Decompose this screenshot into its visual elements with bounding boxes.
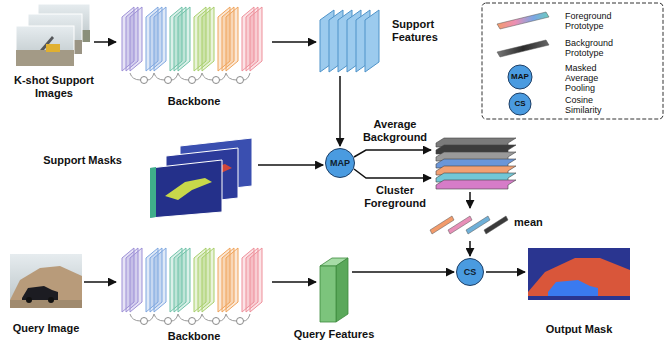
caption: K-shot Support Images bbox=[9, 74, 99, 100]
photo-ground bbox=[16, 50, 74, 66]
map-sample bbox=[508, 65, 532, 89]
mask-region bbox=[165, 178, 212, 200]
backbone-drawing bbox=[122, 248, 262, 325]
legend-item: Background Prototype bbox=[565, 38, 619, 58]
flow-arrow bbox=[486, 271, 525, 273]
caption-text: Query Features bbox=[284, 328, 384, 341]
symbol-text: CS bbox=[514, 99, 525, 109]
flow-arrow bbox=[469, 241, 471, 256]
caption-text: Backbone bbox=[144, 330, 244, 343]
sand-overlay bbox=[528, 258, 630, 296]
prototype-stack bbox=[436, 138, 516, 189]
foreground-sample bbox=[497, 12, 549, 29]
query-photo bbox=[10, 254, 82, 308]
map-operator: MAP bbox=[325, 148, 355, 178]
caption-text: K-shot Support Images bbox=[9, 74, 99, 100]
foreground-prototype bbox=[436, 180, 516, 189]
operator-text: MAP bbox=[330, 158, 350, 168]
output-photo bbox=[528, 248, 630, 300]
legend-frame bbox=[482, 3, 663, 119]
caption-text: Query Image bbox=[6, 322, 86, 335]
query-feature-map bbox=[320, 258, 348, 322]
mask-image bbox=[150, 160, 222, 218]
support-photo-stack bbox=[16, 4, 90, 66]
query-features: Query Features bbox=[318, 256, 350, 322]
mask-background bbox=[528, 248, 630, 300]
mask-edge bbox=[150, 167, 156, 218]
support-images: K-shot Support Images bbox=[16, 4, 92, 66]
operation-label: Cluster Foreground bbox=[358, 184, 432, 210]
caption: mean bbox=[514, 216, 554, 229]
legend-text: Masked Average Pooling bbox=[565, 63, 619, 93]
caption-text: mean bbox=[514, 216, 554, 229]
legend-item: Cosine Similarity bbox=[565, 95, 619, 115]
caption: Backbone bbox=[144, 330, 244, 343]
mean-arrow bbox=[469, 192, 471, 208]
background-sample bbox=[497, 40, 549, 57]
caption-text: Output Mask bbox=[529, 323, 629, 336]
flow-arrow bbox=[258, 164, 323, 166]
support-masks: Support Masks bbox=[148, 138, 256, 218]
operator-circle bbox=[457, 259, 484, 286]
caption-text: Support Features bbox=[392, 18, 452, 44]
output-mask: Output Mask bbox=[527, 247, 631, 301]
car-overlay bbox=[548, 280, 598, 296]
legend-text: Background Prototype bbox=[565, 38, 619, 58]
support-photo bbox=[16, 26, 74, 66]
car-wheel bbox=[26, 297, 32, 303]
query-image: Query Image bbox=[10, 254, 82, 308]
support-features: Support Features bbox=[318, 10, 384, 74]
prototype-rod bbox=[484, 216, 508, 234]
feature-stack bbox=[320, 10, 379, 72]
operation-label: Average Background bbox=[358, 118, 432, 144]
cs-operator: CS bbox=[456, 258, 484, 286]
flow-arrow bbox=[352, 271, 454, 273]
caption: Backbone bbox=[144, 95, 244, 108]
flow-arrow bbox=[272, 41, 316, 43]
legend-item: Masked Average Pooling bbox=[565, 63, 619, 93]
caption: Query Features bbox=[284, 328, 384, 341]
photo-ground bbox=[10, 300, 82, 308]
caption-text: Backbone bbox=[144, 95, 244, 108]
feature-map bbox=[365, 10, 379, 72]
legend-text: Cosine Similarity bbox=[565, 95, 619, 115]
caption: Query Image bbox=[6, 322, 86, 335]
flow-arrow bbox=[272, 281, 316, 283]
backbone-network: Backbone bbox=[118, 244, 270, 326]
caption: Support Features bbox=[392, 18, 452, 44]
legend-item: Foreground Prototype bbox=[565, 11, 619, 31]
caption-text: Support Masks bbox=[26, 154, 122, 167]
legend-text: Foreground Prototype bbox=[565, 11, 619, 31]
pooling-arrow bbox=[354, 150, 431, 157]
caption: Output Mask bbox=[529, 323, 629, 336]
feature-side bbox=[336, 258, 348, 322]
operator-text: CS bbox=[464, 267, 477, 277]
cs-sample bbox=[509, 93, 531, 115]
flow-arrow bbox=[94, 41, 116, 43]
operator-circle bbox=[326, 149, 355, 178]
feature-front bbox=[320, 266, 336, 322]
sand-pile bbox=[10, 266, 82, 308]
mean-prototypes bbox=[430, 216, 508, 234]
flow-arrow bbox=[84, 281, 116, 283]
backbone-network: Backbone bbox=[118, 3, 270, 87]
backbone-drawing bbox=[122, 7, 262, 84]
car-wheel bbox=[48, 297, 54, 303]
photo-sky bbox=[10, 254, 82, 308]
mask-stack bbox=[150, 138, 252, 218]
flow-arrow bbox=[339, 76, 341, 146]
pooling-arrow bbox=[354, 169, 431, 178]
symbol-text: MAP bbox=[511, 72, 529, 82]
photo-machine bbox=[46, 44, 60, 52]
mean-prototypes: mean bbox=[428, 211, 508, 239]
caption: Support Masks bbox=[26, 154, 122, 167]
